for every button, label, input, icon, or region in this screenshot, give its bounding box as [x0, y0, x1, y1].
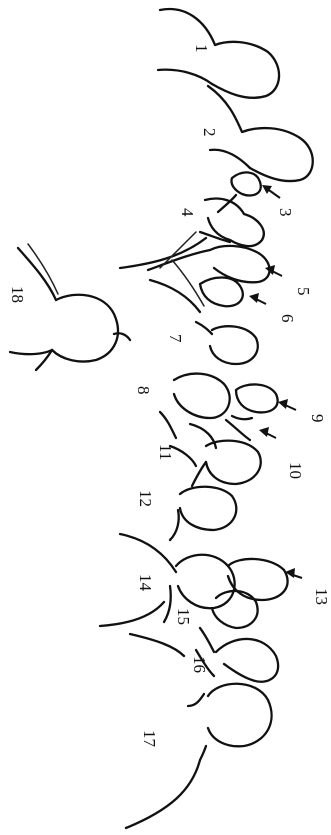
outline-8	[160, 374, 230, 438]
outline-17	[126, 684, 272, 828]
label-7: 7	[166, 334, 185, 343]
label-8: 8	[134, 386, 153, 395]
label-11: 11	[156, 444, 175, 460]
label-5: 5	[294, 287, 313, 296]
outline-2	[208, 86, 313, 181]
label-10: 10	[286, 462, 305, 479]
label-4: 4	[178, 208, 197, 217]
label-16: 16	[190, 656, 209, 673]
outline-18	[10, 244, 130, 370]
arrow-3	[262, 185, 280, 198]
arrow-6	[249, 293, 266, 304]
outline-4	[200, 199, 264, 247]
outline-3	[218, 172, 261, 212]
label-12: 12	[136, 490, 155, 507]
label-13: 13	[312, 588, 331, 605]
outline-13	[228, 559, 288, 600]
label-18: 18	[8, 286, 27, 303]
outline-1	[158, 9, 279, 98]
label-6: 6	[278, 314, 297, 323]
outline-12	[170, 487, 236, 540]
label-17: 17	[140, 730, 159, 748]
outline-9	[232, 384, 278, 419]
label-1: 1	[192, 44, 211, 53]
label-9: 9	[308, 414, 327, 423]
outline-7	[196, 322, 258, 364]
arrow-10	[259, 427, 276, 438]
label-2: 2	[200, 128, 219, 137]
outline-5	[120, 238, 270, 282]
outline-6	[150, 278, 243, 313]
arrow-5	[265, 265, 282, 276]
label-15: 15	[174, 608, 193, 625]
arrow-9	[278, 399, 296, 410]
label-14: 14	[136, 574, 155, 592]
label-3: 3	[276, 208, 295, 217]
